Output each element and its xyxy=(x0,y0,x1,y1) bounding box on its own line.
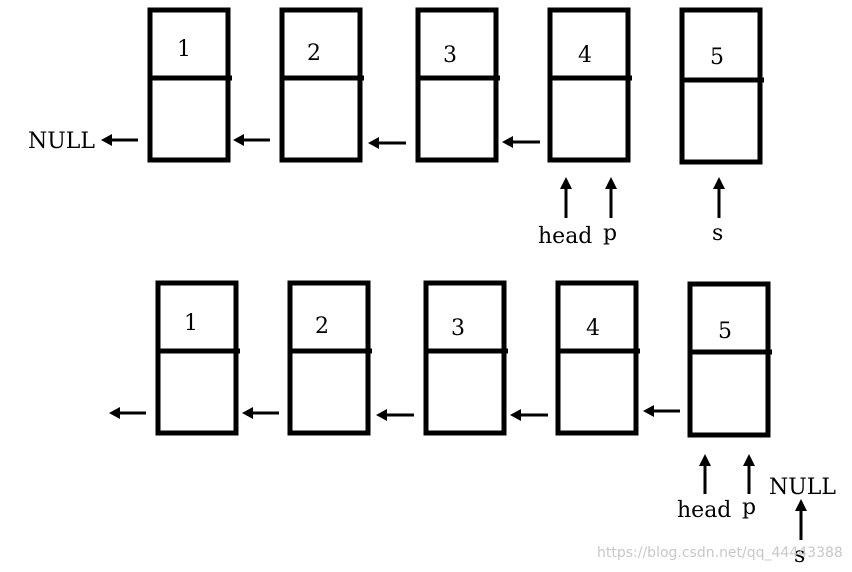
watermark: https://blog.csdn.net/qq_44443388 xyxy=(597,545,843,561)
row-2-link-arrow xyxy=(376,409,414,421)
row-2: 1 2 3 4 5 xyxy=(109,280,836,568)
node-value: 3 xyxy=(443,43,457,68)
node-value: 2 xyxy=(307,41,321,66)
head-pointer-arrow xyxy=(560,177,572,218)
s-label: s xyxy=(794,543,805,568)
row-2-link-arrow xyxy=(643,405,680,417)
null-label: NULL xyxy=(769,475,836,500)
node-value: 5 xyxy=(710,45,724,70)
row-1-node-5: 5 xyxy=(679,7,764,165)
row-2-link-arrow xyxy=(510,409,548,421)
node-value: 5 xyxy=(718,319,732,344)
row-1-link-arrow xyxy=(502,136,540,148)
head-label: head xyxy=(677,498,731,523)
row-2-node-1: 1 xyxy=(155,280,240,436)
row-2-link-arrow xyxy=(242,407,279,419)
row-2-node-5: 5 xyxy=(687,281,772,438)
row-2-node-3: 3 xyxy=(423,280,508,436)
row-1-link-arrow xyxy=(233,134,270,146)
row-1-node-2: 2 xyxy=(279,7,364,163)
null-label: NULL xyxy=(28,129,95,154)
node-value: 1 xyxy=(184,311,198,336)
row-1-node-1: 1 xyxy=(147,7,232,163)
s-pointer-arrow xyxy=(713,177,725,218)
row-1-node-3: 3 xyxy=(415,7,500,163)
p-pointer-arrow xyxy=(743,454,755,494)
p-pointer-arrow xyxy=(605,177,617,218)
row-2-node-4: 4 xyxy=(555,280,640,436)
node-value: 1 xyxy=(177,37,191,62)
row-1: 1 2 3 4 5 xyxy=(28,7,764,249)
head-pointer-arrow xyxy=(699,454,711,494)
s-label: s xyxy=(712,221,723,246)
p-label: p xyxy=(603,221,617,246)
row-1-node-4: 4 xyxy=(547,7,632,163)
node-value: 4 xyxy=(586,316,600,341)
head-label: head xyxy=(538,224,592,249)
node-value: 4 xyxy=(578,43,592,68)
row-2-link-arrow xyxy=(109,407,146,419)
node-value: 2 xyxy=(315,314,329,339)
row-2-node-2: 2 xyxy=(287,280,372,436)
node-value: 3 xyxy=(451,316,465,341)
s-pointer-arrow xyxy=(795,499,807,540)
p-label: p xyxy=(742,495,756,520)
row-1-link-arrow xyxy=(368,137,406,149)
row-1-link-arrow xyxy=(101,134,138,146)
